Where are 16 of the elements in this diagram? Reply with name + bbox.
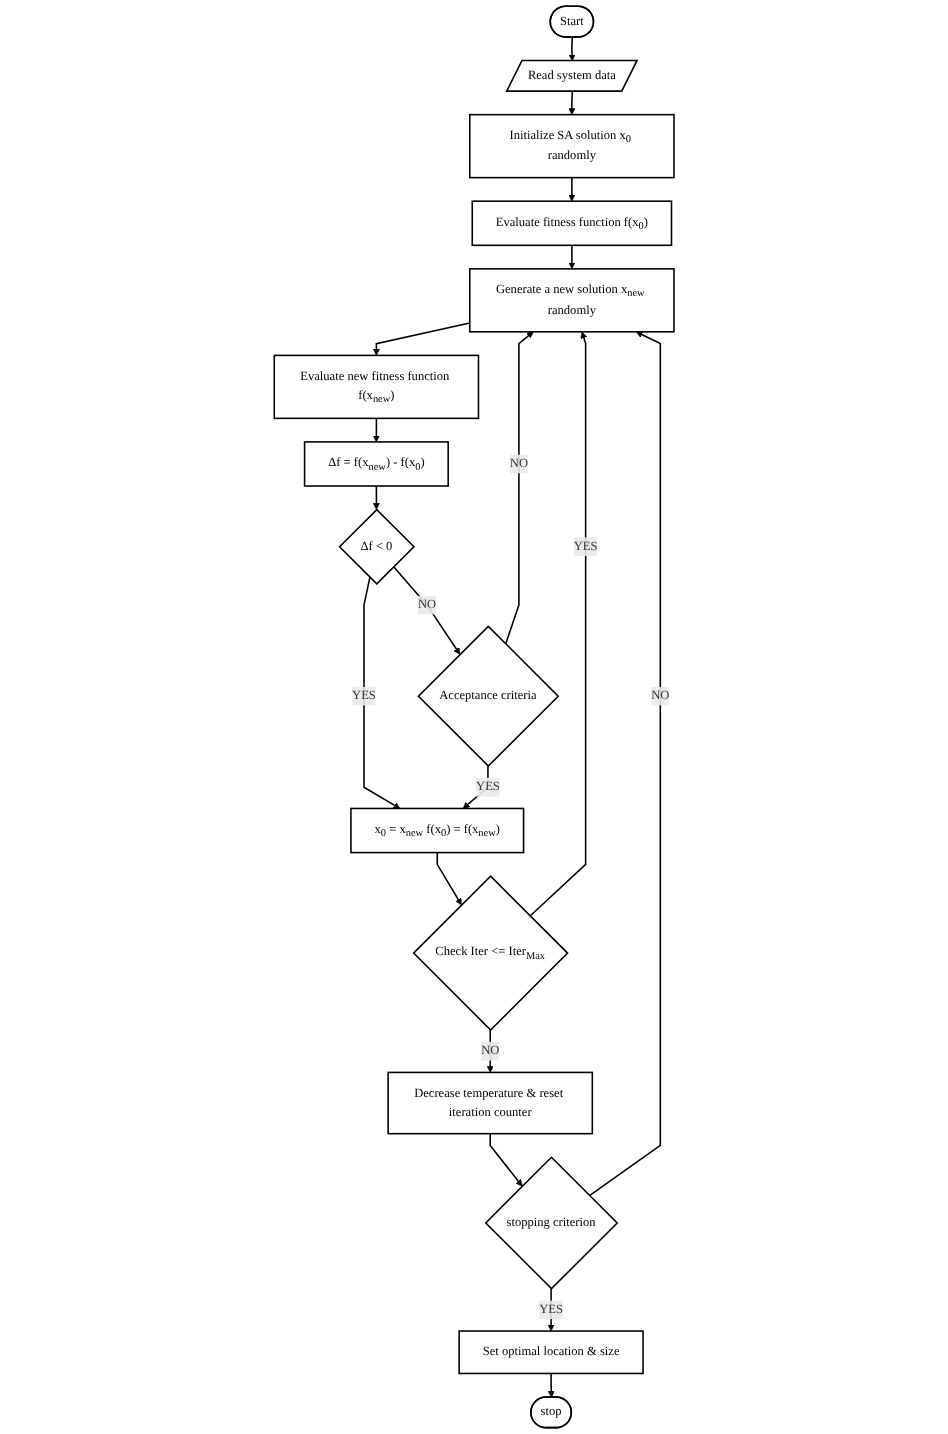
- arrow: [372, 485, 380, 510]
- arrow: [372, 322, 471, 356]
- arrow: [486, 1029, 494, 1073]
- arrow: [568, 176, 576, 202]
- arrow: [436, 851, 462, 906]
- arrow: [504, 331, 534, 645]
- arrow: [547, 1372, 555, 1398]
- arrow: [392, 565, 461, 655]
- arrow: [489, 1132, 523, 1187]
- arrow: [363, 576, 401, 809]
- arrow: [568, 244, 576, 270]
- arrow: [372, 417, 380, 443]
- arrow: [568, 36, 576, 62]
- arrow: [568, 90, 576, 115]
- arrow: [529, 331, 587, 917]
- arrow: [588, 331, 661, 1197]
